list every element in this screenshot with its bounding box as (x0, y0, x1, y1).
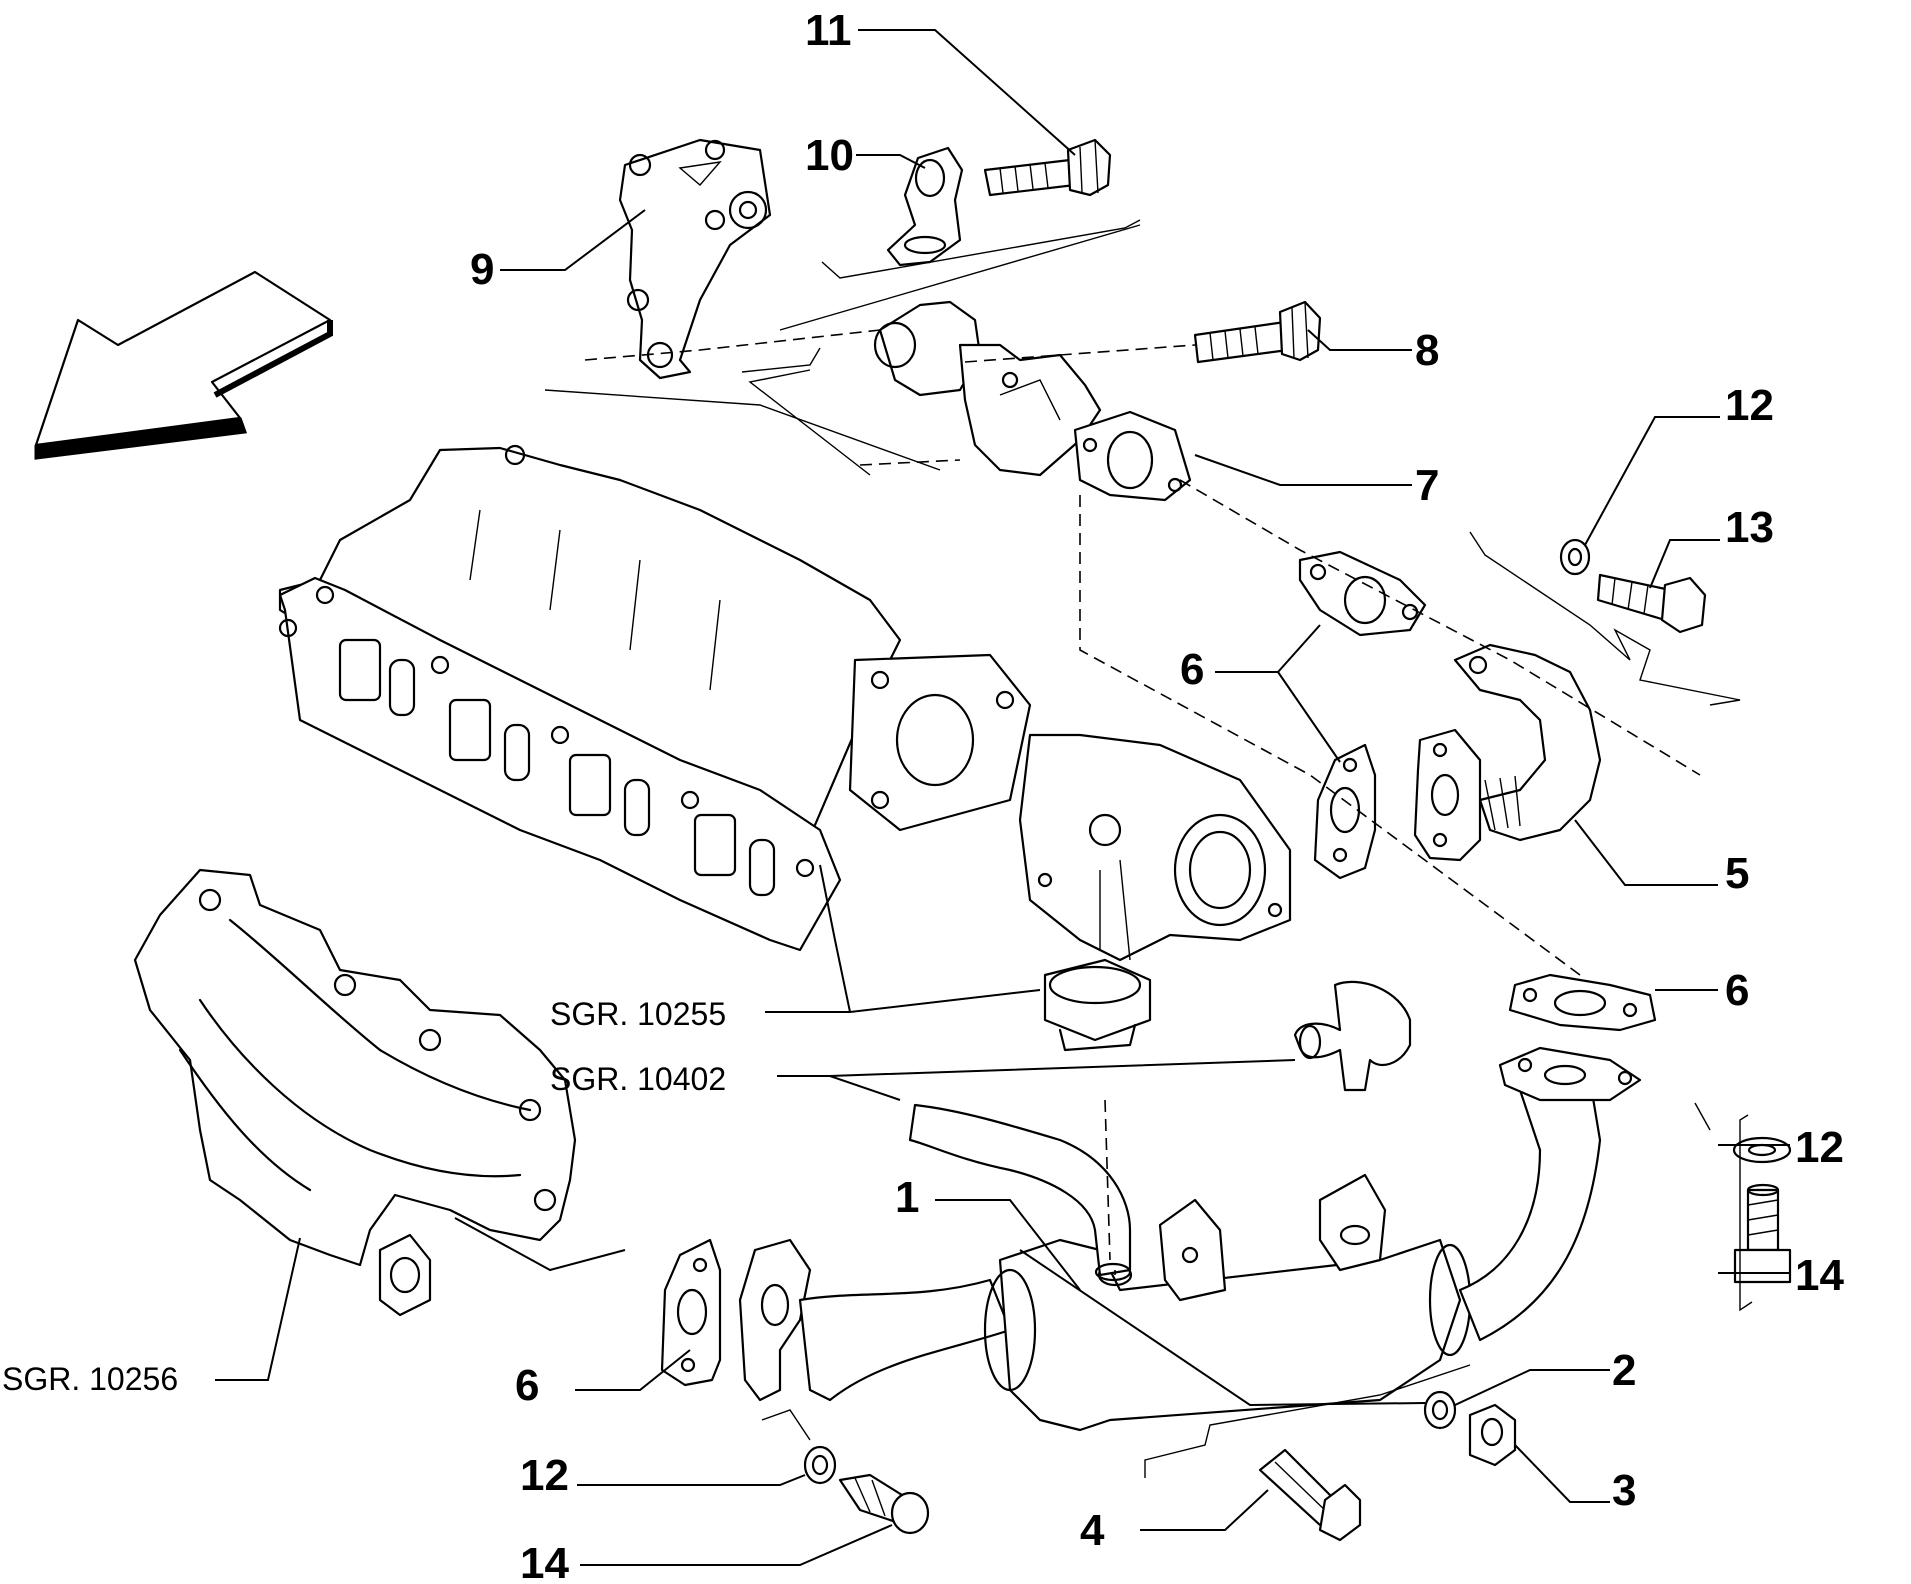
bolt-13 (1596, 573, 1707, 634)
gasket-6-right (1508, 973, 1657, 1032)
hose-lower (908, 1103, 1132, 1282)
gasket-6-lower (660, 1238, 722, 1387)
bolt-14-lower (838, 1473, 930, 1535)
bolt-11 (983, 138, 1112, 197)
bolt-14-right (1733, 1183, 1792, 1284)
reference-labels: SGR. 10255 SGR. 10402 SGR. 10256 (2, 996, 726, 1397)
callout-12-lower: 12 (520, 1451, 569, 1500)
washer-12-lower (803, 1445, 837, 1485)
callout-14-right: 14 (1795, 1251, 1844, 1300)
callout-2: 2 (1612, 1346, 1636, 1395)
intake-manifold (278, 444, 1032, 952)
callout-6-right: 6 (1725, 966, 1749, 1015)
ref-sgr-10256: SGR. 10256 (2, 1361, 178, 1397)
callout-13: 13 (1725, 503, 1774, 552)
hose-upper (1293, 980, 1412, 1092)
clip-10 (886, 146, 964, 267)
callout-14-lower: 14 (520, 1539, 569, 1584)
washer-12-right (1732, 1136, 1792, 1164)
throttle-body (1018, 733, 1292, 1052)
ref-sgr-10255: SGR. 10255 (550, 996, 726, 1032)
callout-12-right: 12 (1795, 1123, 1844, 1172)
egr-pipe-5 (1413, 643, 1602, 862)
bracket-9 (618, 138, 772, 380)
front-direction-arrow-icon (34, 270, 333, 460)
egr-valve-7 (873, 300, 1192, 502)
guide-lines (544, 219, 1753, 1478)
callout-10: 10 (805, 131, 854, 180)
callout-6-upper: 6 (1180, 645, 1204, 694)
bolt-4 (1258, 1448, 1362, 1542)
callout-3: 3 (1612, 1466, 1636, 1515)
callout-7: 7 (1415, 461, 1439, 510)
callout-labels: 11 10 9 8 7 12 13 6 5 6 12 14 1 2 3 4 6 … (470, 6, 1844, 1584)
leader-lines (215, 29, 1790, 1566)
ref-sgr-10402: SGR. 10402 (550, 1061, 726, 1097)
callout-1: 1 (895, 1173, 919, 1222)
exhaust-manifold (133, 868, 577, 1317)
washer-2 (1423, 1390, 1457, 1430)
alignment-lines (584, 329, 1701, 1275)
callout-8: 8 (1415, 326, 1439, 375)
nut-3 (1468, 1403, 1517, 1467)
callout-5: 5 (1725, 849, 1749, 898)
callout-12-upper: 12 (1725, 381, 1774, 430)
gasket-6-upper (1298, 550, 1427, 637)
callout-11: 11 (805, 6, 852, 55)
callout-4: 4 (1080, 1506, 1105, 1555)
egr-cooler-1 (738, 1046, 1642, 1432)
callout-9: 9 (470, 245, 494, 294)
gasket-6-middle (1313, 743, 1377, 880)
callout-6-lower: 6 (515, 1361, 539, 1410)
bolt-8 (1193, 300, 1322, 364)
washer-12-upper (1559, 538, 1591, 576)
